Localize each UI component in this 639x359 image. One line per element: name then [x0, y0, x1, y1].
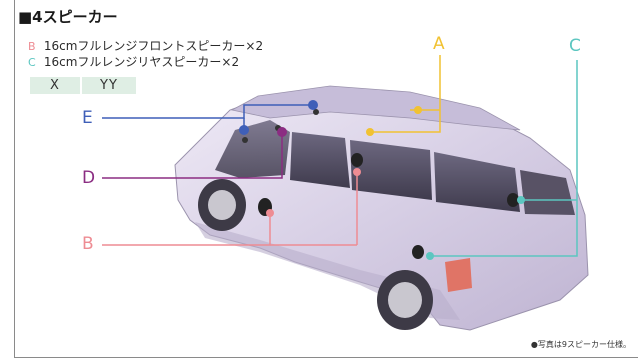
- callout-label-c: C: [569, 36, 581, 56]
- callout-d-lines: [102, 132, 283, 179]
- callout-label-a: A: [433, 34, 445, 54]
- section-title: ■4スピーカー: [18, 8, 118, 26]
- callout-d-dot: [277, 127, 287, 137]
- callout-label-e: E: [82, 108, 93, 128]
- speaker-spec-front: B 16cmフルレンジフロントスピーカー×2: [28, 37, 263, 54]
- grade-tag-x: X: [30, 77, 80, 94]
- speaker-letter-b: B: [28, 40, 36, 53]
- speaker-letter-c: C: [28, 56, 36, 69]
- callout-c-dot-1: [517, 196, 525, 204]
- callout-b-dot-2: [266, 209, 274, 217]
- callout-a-dot-1: [414, 106, 422, 114]
- callout-label-b: B: [82, 234, 94, 254]
- callout-e-dot-1: [308, 100, 318, 110]
- grade-tags: X YY: [30, 77, 136, 94]
- grade-tag-yy: YY: [82, 77, 136, 94]
- callout-a-dot-2: [366, 128, 374, 136]
- speaker-text-front: 16cmフルレンジフロントスピーカー×2: [43, 39, 264, 53]
- figure-frame: [14, 0, 638, 358]
- callout-e-dot-2: [239, 125, 249, 135]
- minivan-body: [174, 85, 589, 331]
- speaker-text-rear: 16cmフルレンジリヤスピーカー×2: [43, 55, 240, 69]
- footnote: ●写真は9スピーカー仕様。: [530, 340, 631, 349]
- callout-c-dot-2: [426, 252, 434, 260]
- callout-c-lines: [430, 60, 578, 257]
- callout-label-d: D: [82, 168, 96, 188]
- speaker-spec-rear: C 16cmフルレンジリヤスピーカー×2: [28, 53, 239, 70]
- callout-b-dot-1: [353, 168, 361, 176]
- callout-b-lines: [102, 172, 358, 246]
